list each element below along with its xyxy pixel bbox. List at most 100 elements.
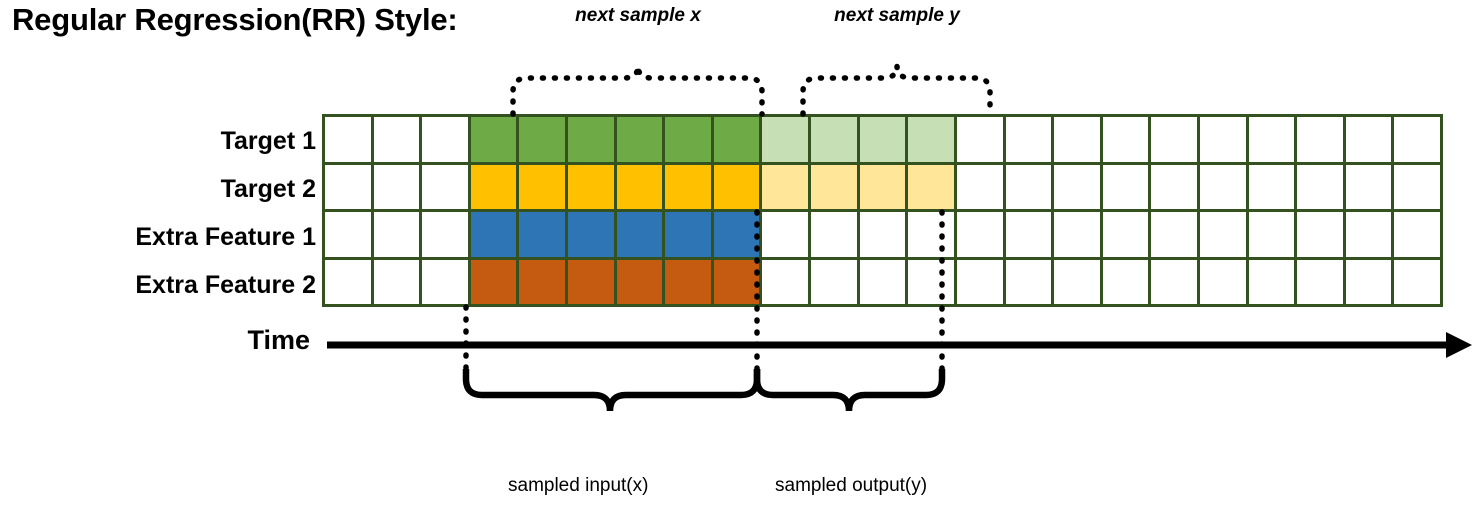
- grid-cell-r2-c3-empty: [422, 164, 468, 209]
- grid-cell-r1-c2-empty: [373, 117, 420, 162]
- grid-cell-r2-c14-empty: [956, 164, 1003, 209]
- grid-cell-r3-c2-empty: [373, 212, 420, 257]
- annotation-next-sample-y: next sample y: [834, 5, 960, 26]
- grid-cell-r3-c10-output: [762, 212, 809, 257]
- caption-output-line-1: sampled output(y): [775, 475, 928, 496]
- grid-cell-r2-c16-empty: [1054, 164, 1100, 209]
- grid-cell-r3-c20-empty: [1248, 212, 1295, 257]
- grid-cell-r1-c14-empty: [956, 117, 1003, 162]
- grid-cell-r1-c4-input: [470, 117, 517, 162]
- grid-cell-r4-c8-input: [665, 259, 711, 304]
- grid-cell-r3-c3-empty: [422, 212, 468, 257]
- caption-input-line-1: sampled input(x): [508, 475, 649, 496]
- time-axis-label: Time: [247, 325, 310, 355]
- grid-cell-r4-c21-empty: [1297, 259, 1343, 304]
- grid-cell-r3-c9-input: [713, 212, 760, 257]
- time-axis-arrowhead: [1446, 332, 1472, 358]
- grid-cell-r2-c17-empty: [1102, 164, 1149, 209]
- grid-cell-r3-c4-input: [470, 212, 517, 257]
- grid-cell-r3-c7-input: [616, 212, 663, 257]
- grid-cell-r2-c2-empty: [373, 164, 420, 209]
- grid-cell-r4-c22-empty: [1345, 259, 1392, 304]
- grid-cell-r2-c21-empty: [1297, 164, 1343, 209]
- grid-cell-r2-c8-input: [665, 164, 711, 209]
- grid-cell-r4-c23-empty: [1394, 259, 1440, 304]
- grid-cell-r1-c20-empty: [1248, 117, 1295, 162]
- grid-cell-r2-c12-output: [859, 164, 906, 209]
- grid-cell-r4-c14-empty: [956, 259, 1003, 304]
- grid-cell-r2-c4-input: [470, 164, 517, 209]
- grid-cell-r1-c22-empty: [1345, 117, 1392, 162]
- grid-cell-r3-c12-output: [859, 212, 906, 257]
- grid-cell-r4-c1-empty: [325, 259, 371, 304]
- annotation-next-sample-x: next sample x: [575, 5, 701, 26]
- row-label-target-1: Target 1: [220, 127, 316, 155]
- grid-cell-r3-c18-empty: [1151, 212, 1197, 257]
- grid-cell-r2-c5-input: [519, 164, 566, 209]
- grid-cell-r4-c13-output: [908, 259, 954, 304]
- grid-cell-r3-c5-input: [519, 212, 566, 257]
- grid-cell-r1-c5-input: [519, 117, 566, 162]
- grid-cell-r4-c4-input: [470, 259, 517, 304]
- grid-cell-r2-c15-empty: [1005, 164, 1052, 209]
- grid-cell-r3-c21-empty: [1297, 212, 1343, 257]
- grid-cell-r1-c10-output: [762, 117, 809, 162]
- grid-cell-r1-c17-empty: [1102, 117, 1149, 162]
- grid-cell-r3-c1-empty: [325, 212, 371, 257]
- grid-cell-r4-c7-input: [616, 259, 663, 304]
- grid-cell-r4-c15-empty: [1005, 259, 1052, 304]
- grid-cell-r3-c23-empty: [1394, 212, 1440, 257]
- timeseries-grid: [322, 114, 1443, 307]
- grid-cell-r4-c5-input: [519, 259, 566, 304]
- row-label-extra-feature-1: Extra Feature 1: [135, 223, 316, 251]
- grid-cell-r4-c3-empty: [422, 259, 468, 304]
- grid-cell-r1-c8-input: [665, 117, 711, 162]
- grid-cell-r1-c3-empty: [422, 117, 468, 162]
- grid-cell-r1-c19-empty: [1199, 117, 1246, 162]
- grid-cell-r4-c19-empty: [1199, 259, 1246, 304]
- page-title: Regular Regression(RR) Style:: [12, 2, 458, 37]
- grid-cell-r4-c20-empty: [1248, 259, 1295, 304]
- dotted-brace-next-sample-y: [800, 65, 993, 117]
- grid-cell-r3-c8-input: [665, 212, 711, 257]
- grid-cell-r1-c21-empty: [1297, 117, 1343, 162]
- grid-cell-r2-c22-empty: [1345, 164, 1392, 209]
- grid-cell-r2-c23-empty: [1394, 164, 1440, 209]
- grid-cell-r1-c6-input: [568, 117, 614, 162]
- grid-cell-r1-c23-empty: [1394, 117, 1440, 162]
- grid-cell-r2-c20-empty: [1248, 164, 1295, 209]
- grid-cell-r2-c7-input: [616, 164, 663, 209]
- grid-cell-r2-c10-output: [762, 164, 809, 209]
- grid-cell-r4-c17-empty: [1102, 259, 1149, 304]
- grid-cell-r4-c12-output: [859, 259, 906, 304]
- grid-cell-r2-c18-empty: [1151, 164, 1197, 209]
- grid-cell-r2-c9-input: [713, 164, 760, 209]
- grid-cell-r3-c11-output: [811, 212, 857, 257]
- grid-cell-r3-c22-empty: [1345, 212, 1392, 257]
- grid-cell-r3-c13-output: [908, 212, 954, 257]
- grid-cell-r3-c14-empty: [956, 212, 1003, 257]
- grid-cell-r3-c17-empty: [1102, 212, 1149, 257]
- grid-cell-r4-c16-empty: [1054, 259, 1100, 304]
- grid-cell-r1-c1-empty: [325, 117, 371, 162]
- grid-cell-r4-c11-output: [811, 259, 857, 304]
- grid-cell-r2-c6-input: [568, 164, 614, 209]
- grid-cell-r3-c6-input: [568, 212, 614, 257]
- grid-cell-r4-c10-output: [762, 259, 809, 304]
- grid-cell-r2-c1-empty: [325, 164, 371, 209]
- grid-cell-r1-c18-empty: [1151, 117, 1197, 162]
- grid-cell-r1-c15-empty: [1005, 117, 1052, 162]
- grid-cell-r1-c11-output: [811, 117, 857, 162]
- brace-sampled-output: [753, 369, 946, 412]
- grid-cell-r2-c11-output: [811, 164, 857, 209]
- grid-cell-r4-c6-input: [568, 259, 614, 304]
- row-label-extra-feature-2: Extra Feature 2: [135, 271, 316, 299]
- grid-cell-r1-c7-input: [616, 117, 663, 162]
- grid-cell-r4-c2-empty: [373, 259, 420, 304]
- brace-sampled-input: [462, 369, 761, 412]
- caption-sampled-output: sampled output(y) horizon=4 output_featu…: [775, 423, 967, 516]
- grid-cell-r4-c9-input: [713, 259, 760, 304]
- grid-cell-r2-c13-output: [908, 164, 954, 209]
